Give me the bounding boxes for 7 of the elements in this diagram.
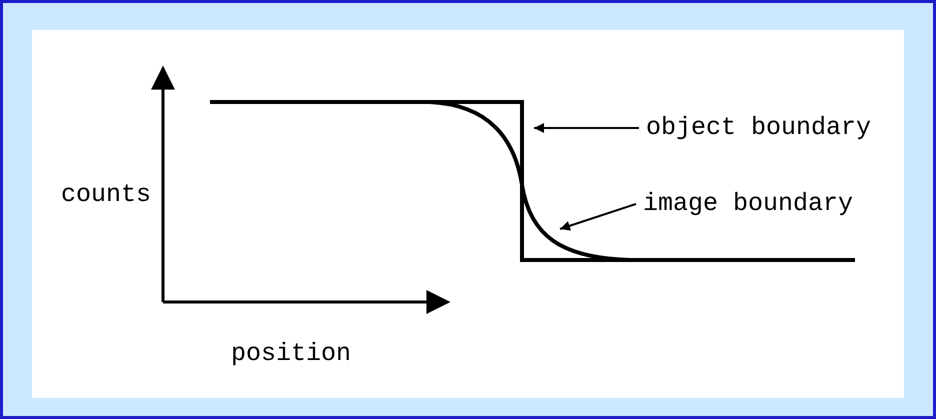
annotation-text: image boundary [643, 190, 854, 218]
curve-line [430, 100, 630, 262]
axis-label: counts [61, 181, 152, 209]
leader-line [560, 203, 636, 231]
annotation-text: object boundary [646, 114, 872, 142]
axis-label: position [231, 340, 352, 368]
leader-line [534, 123, 639, 133]
